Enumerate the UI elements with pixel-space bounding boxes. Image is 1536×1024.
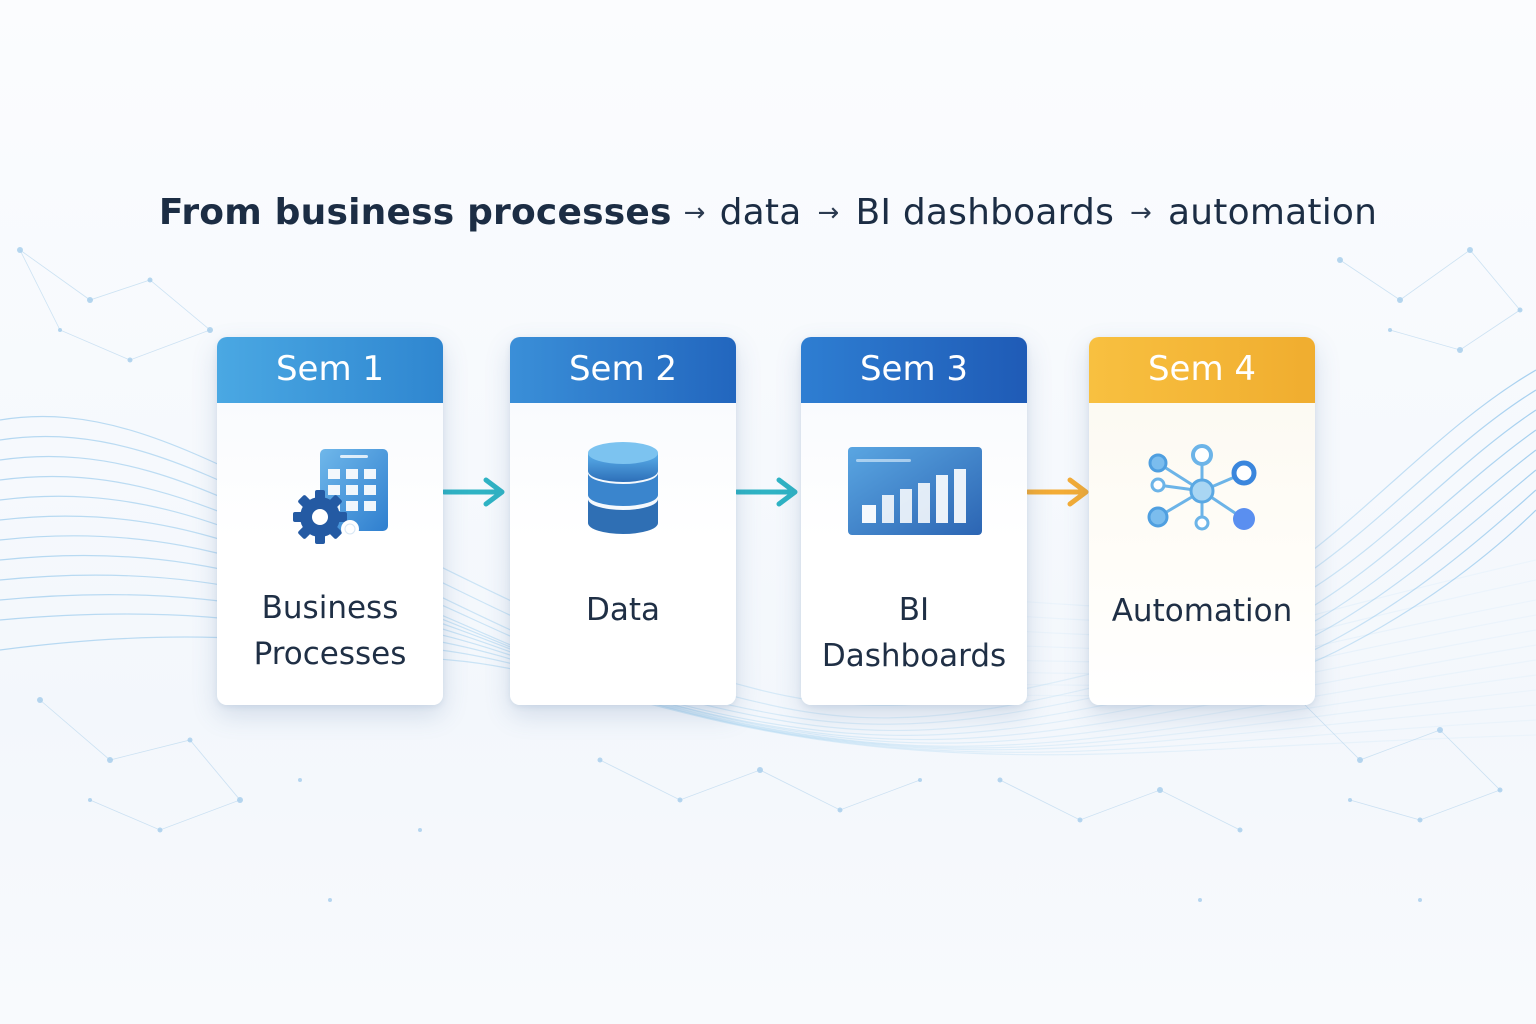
title-part-data: data <box>719 192 802 233</box>
calendar-gear-icon <box>217 437 443 547</box>
stage-card-sem-3: Sem 3 BI Dashboards <box>801 337 1027 705</box>
card-label: BI Dashboards <box>821 592 1007 674</box>
title-arrow-3: → <box>1130 198 1153 228</box>
database-icon <box>510 437 736 547</box>
network-nodes-icon <box>1089 437 1315 547</box>
bar-chart-dashboard-icon <box>801 437 1027 547</box>
card-label: Data <box>585 592 661 628</box>
arrow-right-icon <box>442 477 505 507</box>
card-label: Automation <box>1111 593 1293 629</box>
title-arrow-1: → <box>683 198 706 228</box>
page-title: From business processes → data → BI dashboar… <box>0 192 1536 233</box>
title-arrow-2: → <box>817 198 840 228</box>
arrow-right-icon <box>1026 477 1089 507</box>
stage-card-sem-2: Sem 2 Data <box>510 337 736 705</box>
stage-card-sem-1: Sem 1 <box>217 337 443 705</box>
card-header: Sem 3 <box>801 337 1027 403</box>
title-bold-part: From business processes <box>158 192 672 233</box>
title-part-bi: BI dashboards <box>855 192 1115 233</box>
title-part-automation: automation <box>1168 192 1378 233</box>
card-header: Sem 1 <box>217 337 443 403</box>
card-header: Sem 4 <box>1089 337 1315 403</box>
arrow-right-icon <box>735 477 798 507</box>
stage-card-sem-4: Sem 4 Automation <box>1089 337 1315 705</box>
card-header: Sem 2 <box>510 337 736 403</box>
card-label: Business Processes <box>253 590 407 672</box>
